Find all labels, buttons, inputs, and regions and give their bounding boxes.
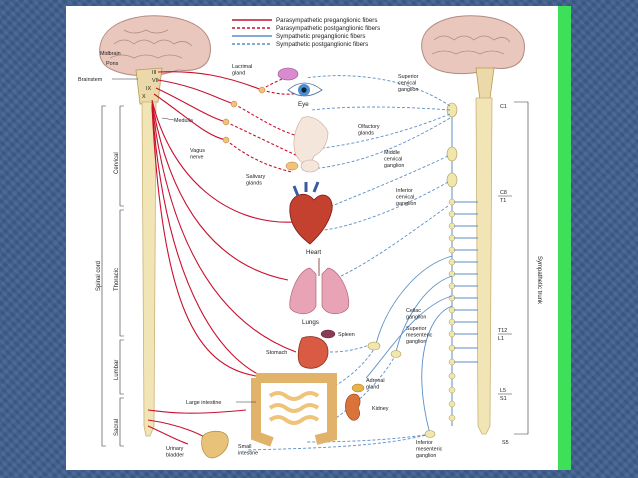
- segment-l1-label: L1: [498, 336, 504, 342]
- cord-region-brackets: [101, 105, 124, 447]
- spleen-organ: [320, 329, 336, 339]
- cranial-nerve-ix-label: IX: [146, 86, 151, 92]
- slide-accent-bar: [558, 6, 571, 470]
- cranial-nerve-vii-label: VII: [152, 78, 159, 84]
- large-intestine-label: Large intestine: [186, 400, 221, 406]
- left-brain: [99, 15, 211, 105]
- autonomic-nervous-system-diagram: Parasympathetic preganglionic fibers Par…: [78, 15, 542, 459]
- middle-cervical-ganglion-node: [446, 146, 458, 162]
- stomach-label: Stomach: [266, 350, 287, 356]
- sympathetic-chain: [446, 102, 458, 426]
- brainstem-label: Brainstem: [78, 77, 103, 83]
- right-brain: [421, 15, 525, 101]
- urinary-bladder-organ: [201, 430, 229, 459]
- legend-label-para-post: Parasympathetic postganglionic fibers: [276, 25, 380, 32]
- superior-mesenteric-ganglion-node: [390, 350, 402, 358]
- para-ganglia: [222, 86, 266, 144]
- sympathetic-trunk-bracket: [514, 101, 529, 435]
- stomach-organ: [297, 336, 329, 369]
- medulla-label: Medulla: [174, 118, 193, 124]
- spleen-label: Spleen: [338, 332, 355, 338]
- sacral-region-label: Sacral: [114, 419, 120, 436]
- segment-t1-label: T1: [500, 198, 506, 204]
- thoracic-region-label: Thoracic: [114, 268, 120, 291]
- right-spinal-cord: [475, 97, 493, 435]
- cervical-region-label: Cervical: [114, 152, 120, 174]
- para-preganglionic-fibers: [147, 71, 297, 447]
- segment-c8-label: C8: [500, 190, 507, 196]
- lacrimal-gland: [277, 67, 299, 81]
- cranial-nerve-iii-label: III: [152, 70, 157, 76]
- kidney-organ: [345, 383, 365, 421]
- segment-l5-label: L5: [500, 388, 506, 394]
- symp-postganglionic-fibers: [245, 75, 451, 451]
- pons-label: Pons: [106, 61, 119, 67]
- lungs-label: Lungs: [302, 319, 319, 326]
- segment-s1-label: S1: [500, 396, 507, 402]
- diagram-slide: Parasympathetic preganglionic fibers Par…: [66, 6, 558, 470]
- large-intestine-organ: [251, 373, 337, 447]
- symp-preganglionic-fibers: [365, 201, 479, 435]
- eye-organ: [287, 82, 323, 97]
- legend: Parasympathetic preganglionic fibers Par…: [232, 17, 380, 48]
- heart-label: Heart: [306, 249, 321, 256]
- spinal-cord-label: Spinal cord: [96, 261, 102, 291]
- lumbar-region-label: Lumbar: [114, 360, 120, 380]
- segment-t12-label: T12: [498, 328, 507, 334]
- eye-label: Eye: [298, 101, 309, 108]
- inferior-mesenteric-ganglion-node: [424, 430, 436, 438]
- midbrain-label: Midbrain: [100, 51, 121, 57]
- small-intestine-organ: [268, 391, 320, 425]
- collateral-ganglia: [367, 341, 436, 438]
- legend-label-symp-post: Sympathetic postganglionic fibers: [276, 41, 368, 48]
- adrenal-gland-shape: [351, 383, 365, 393]
- legend-label-para-pre: Parasympathetic preganglionic fibers: [276, 17, 377, 24]
- segment-s5-label: S5: [502, 440, 509, 446]
- segment-c1-label: C1: [500, 104, 507, 110]
- inferior-cervical-ganglion-node: [446, 172, 458, 188]
- heart-organ: [289, 181, 333, 245]
- left-spinal-cord: [141, 101, 157, 437]
- sympathetic-trunk-label: Sympathetic trunk: [536, 256, 542, 305]
- lungs-organ: [289, 258, 350, 315]
- kidney-label: Kidney: [372, 406, 389, 412]
- legend-label-symp-pre: Sympathetic preganglionic fibers: [276, 33, 365, 40]
- celiac-ganglion-node: [367, 341, 381, 351]
- cranial-nerve-x-label: X: [142, 94, 146, 100]
- salivary-olfactory-head: [285, 116, 329, 173]
